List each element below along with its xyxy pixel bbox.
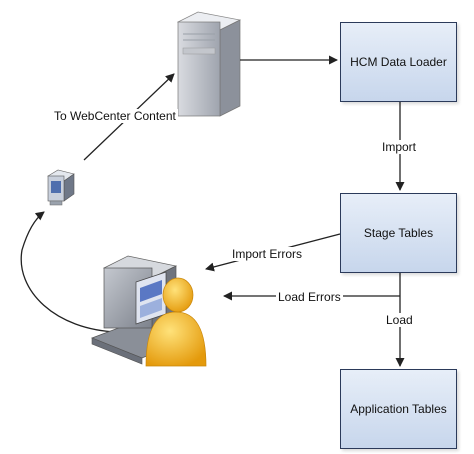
load-label: Load	[384, 313, 415, 327]
import-errors-label: Import Errors	[230, 247, 305, 261]
document-upload-icon	[47, 169, 75, 206]
user-workstation-icon	[91, 255, 207, 367]
server-icon	[176, 11, 242, 117]
stage-tables-box: Stage Tables	[340, 193, 457, 273]
load-errors-label: Load Errors	[276, 290, 343, 304]
to-webcenter-label: To WebCenter Content	[52, 109, 178, 123]
stage-tables-label: Stage Tables	[363, 226, 434, 240]
hcm-data-loader-label: HCM Data Loader	[350, 55, 447, 69]
edge-workstation-to-document	[20, 211, 119, 333]
hcm-data-loader-box: HCM Data Loader	[340, 22, 457, 102]
application-tables-label: Application Tables	[350, 402, 447, 416]
import-label: Import	[380, 140, 419, 154]
application-tables-box: Application Tables	[340, 369, 457, 449]
